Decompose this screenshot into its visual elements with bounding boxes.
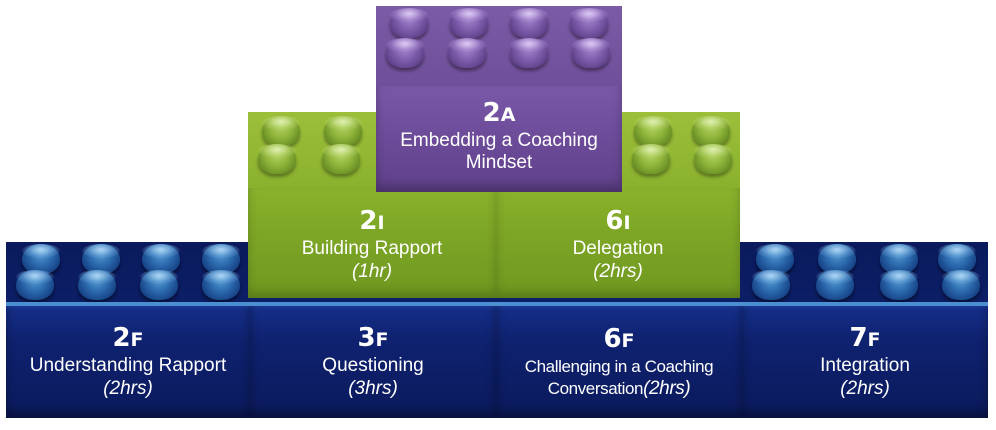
block-face: 7F Integration (2hrs) [742, 302, 988, 418]
stud-icon [202, 244, 240, 274]
block-title-line2: Mindset [465, 152, 533, 173]
block-2a: 2A Embedding a Coaching Mindset [376, 6, 622, 192]
stud-icon [880, 270, 918, 300]
stud-icon [322, 144, 360, 174]
stud-icon [634, 116, 672, 146]
stud-icon [942, 270, 980, 300]
stud-icon [510, 38, 548, 68]
block-7f: 7F Integration (2hrs) [742, 242, 988, 418]
stud-icon [448, 38, 486, 68]
block-code: 6I [605, 206, 631, 236]
stud-icon [572, 38, 610, 68]
stud-icon [692, 116, 730, 146]
block-code: 2A [482, 98, 516, 128]
block-face: 2F Understanding Rapport (2hrs) [6, 302, 250, 418]
block-title: Embedding a Coaching [400, 130, 598, 151]
stud-icon [258, 144, 296, 174]
block-2i: 2I Building Rapport (1hr) [248, 112, 496, 298]
block-title: Building Rapport [301, 238, 443, 259]
block-duration: (1hr) [351, 261, 393, 282]
stud-icon [632, 144, 670, 174]
block-2f: 2F Understanding Rapport (2hrs) [6, 242, 250, 418]
block-face: 6I Delegation (2hrs) [496, 188, 740, 298]
block-face: 6F Challenging in a Coaching Conversatio… [496, 302, 742, 418]
stud-icon [756, 244, 794, 274]
block-code: 2I [359, 206, 385, 236]
block-title: Delegation [572, 238, 664, 259]
stud-icon [22, 244, 60, 274]
stud-icon [78, 270, 116, 300]
block-face: 3F Questioning (3hrs) [250, 302, 496, 418]
block-title-line2: Conversation(2hrs) [547, 378, 691, 399]
stud-icon [262, 116, 300, 146]
stud-icon [694, 144, 732, 174]
stud-icon [570, 8, 608, 38]
stud-icon [324, 116, 362, 146]
block-duration: (2hrs) [593, 261, 643, 282]
stud-icon [16, 270, 54, 300]
stud-icon [82, 244, 120, 274]
block-duration: (3hrs) [348, 378, 398, 399]
stud-icon [510, 8, 548, 38]
block-title: Understanding Rapport [29, 355, 227, 376]
stud-icon [386, 38, 424, 68]
block-title: Questioning [322, 355, 424, 376]
block-title: Challenging in a Coaching [524, 357, 714, 376]
block-duration: (2hrs) [840, 378, 890, 399]
stud-icon [938, 244, 976, 274]
stud-icon [818, 244, 856, 274]
block-face: 2A Embedding a Coaching Mindset [376, 86, 622, 192]
stud-icon [816, 270, 854, 300]
block-duration: (2hrs) [103, 378, 153, 399]
block-duration: (2hrs) [643, 378, 691, 399]
block-code: 3F [357, 323, 389, 353]
block-code: 2F [112, 323, 144, 353]
stud-icon [752, 270, 790, 300]
block-face: 2I Building Rapport (1hr) [248, 188, 496, 298]
stud-icon [880, 244, 918, 274]
stud-icon [202, 270, 240, 300]
stud-icon [140, 270, 178, 300]
stud-icon [450, 8, 488, 38]
stud-icon [390, 8, 428, 38]
stud-icon [142, 244, 180, 274]
block-title: Integration [820, 355, 910, 376]
block-code: 7F [849, 323, 881, 353]
block-code: 6F [603, 324, 635, 354]
